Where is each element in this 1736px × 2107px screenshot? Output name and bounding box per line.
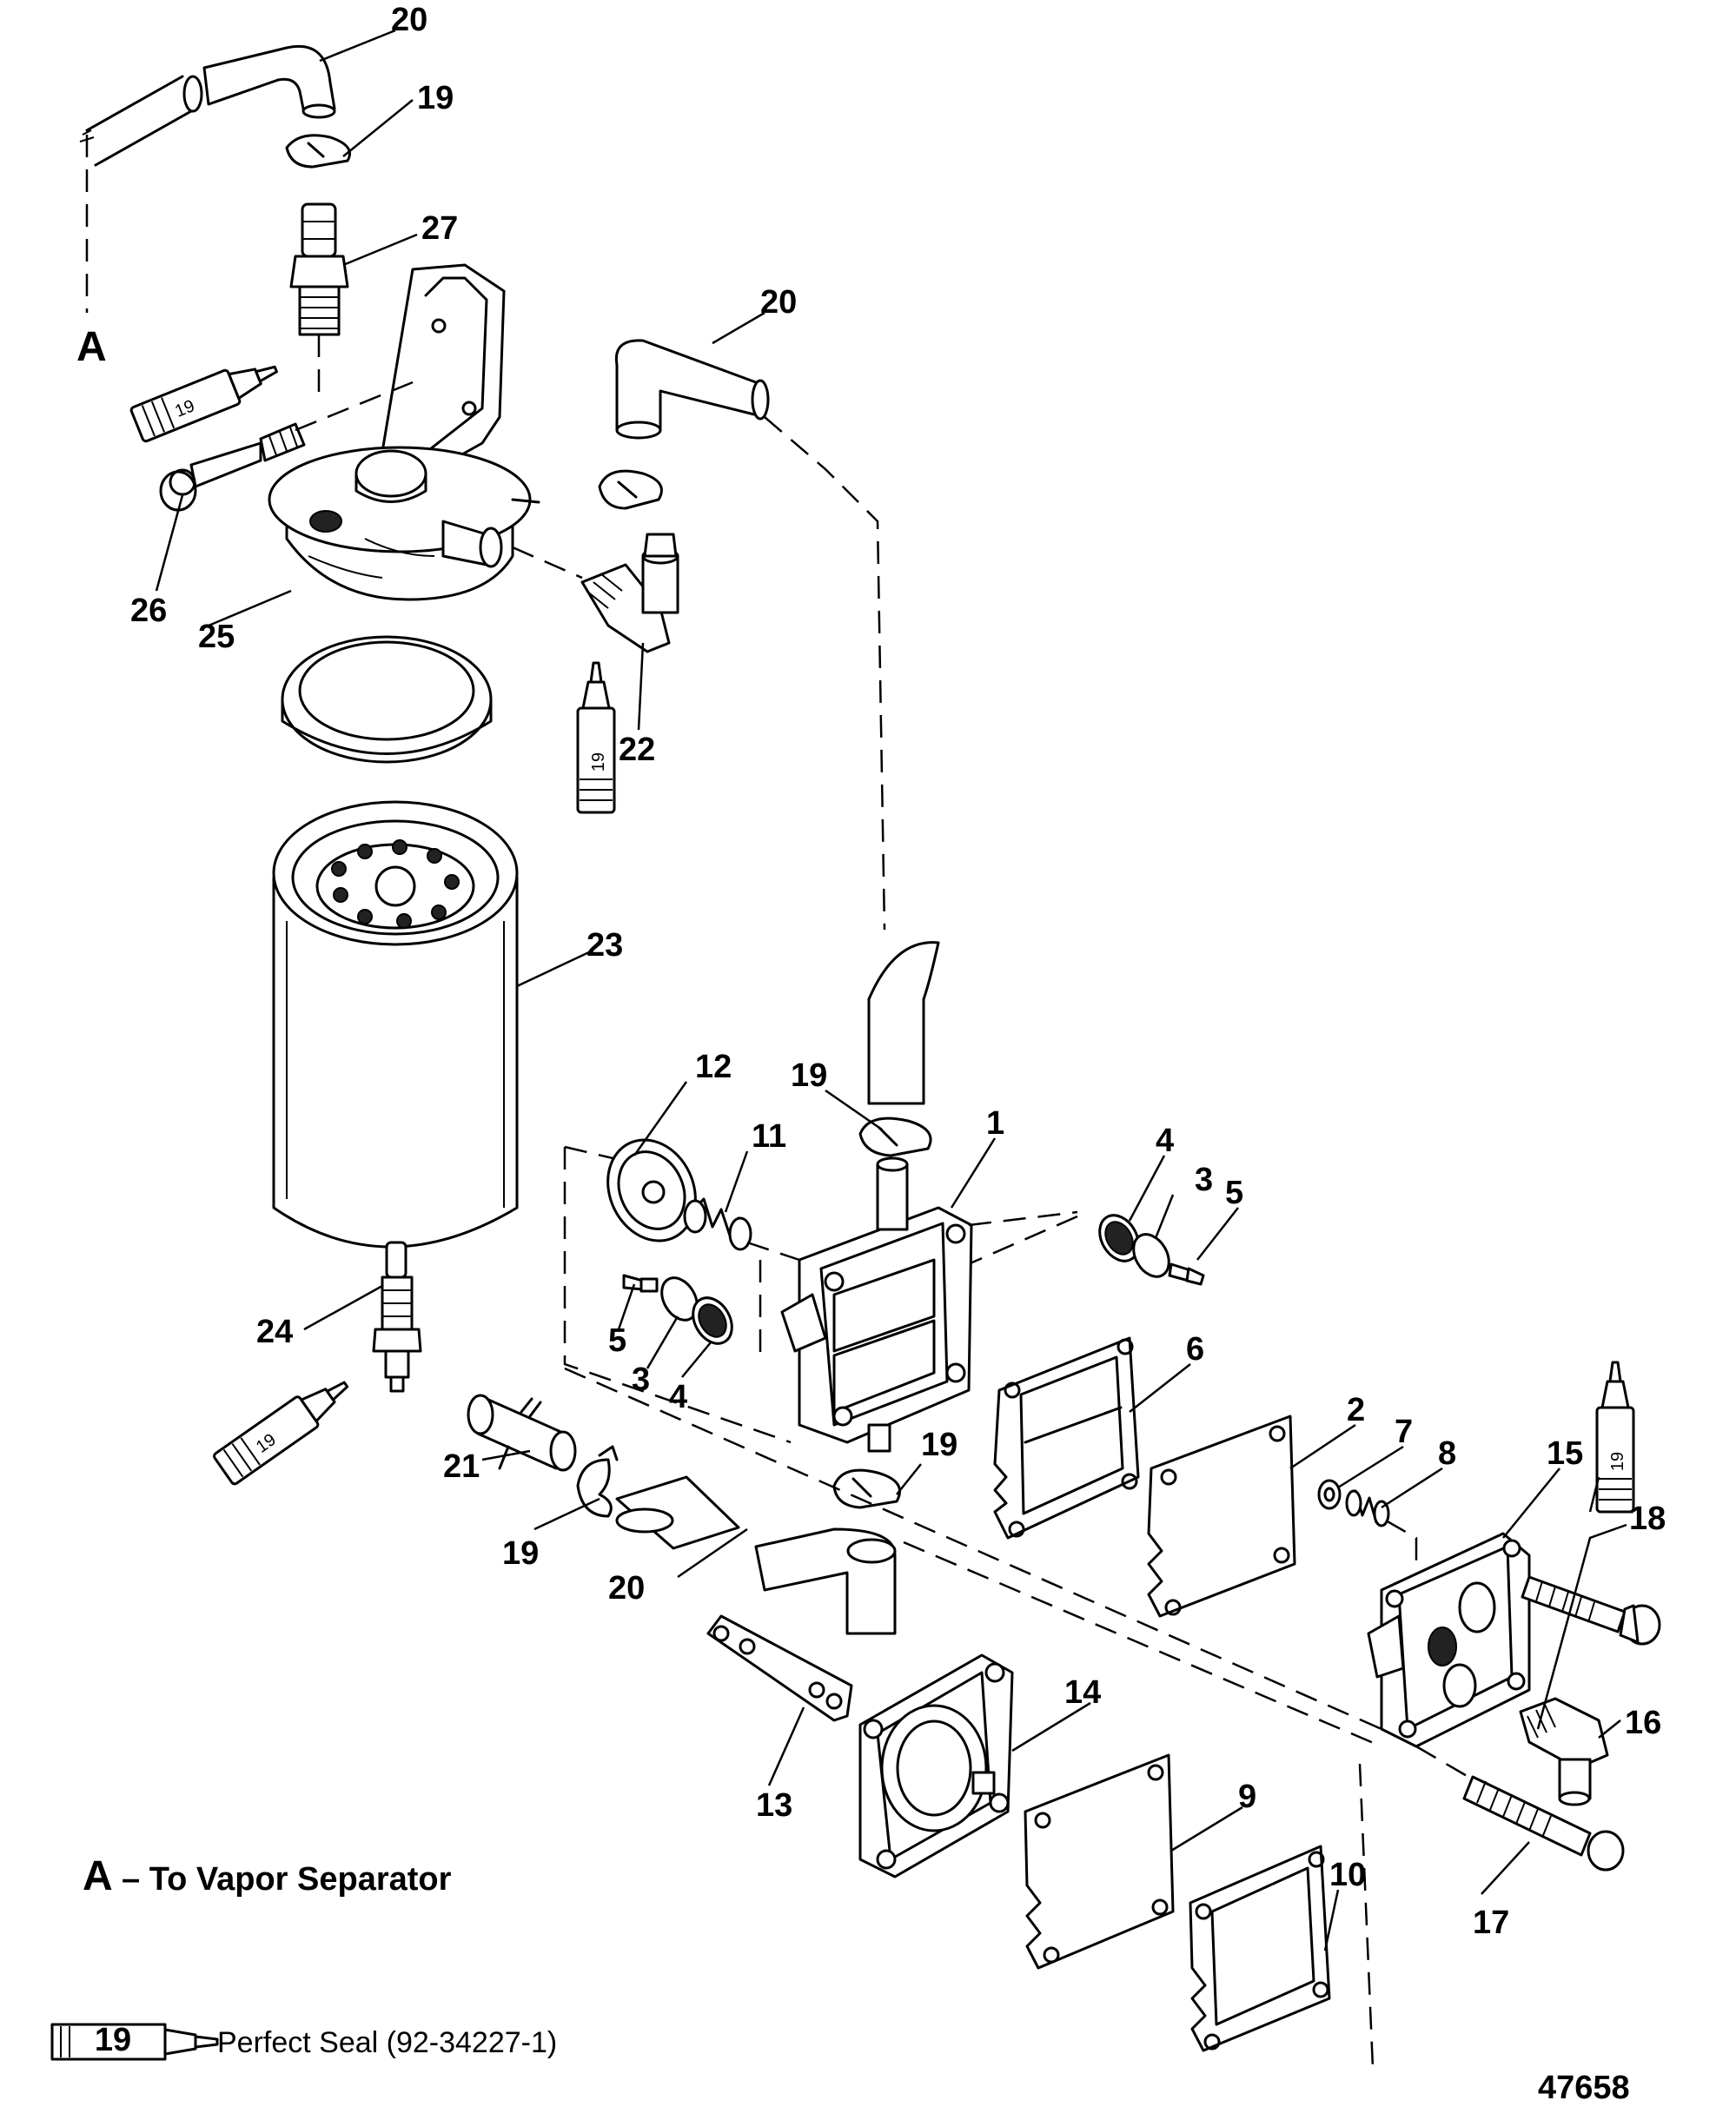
washer-7 <box>1317 1479 1342 1510</box>
callout-11: 11 <box>752 1118 786 1155</box>
callout-17: 17 <box>1473 1905 1509 1941</box>
elbow-fitting-16 <box>1519 1697 1609 1806</box>
clamp-lower-left <box>576 1445 619 1518</box>
filter-canister-23 <box>272 800 519 1249</box>
spring-11 <box>683 1197 800 1262</box>
elbow-fitting-22 <box>512 533 679 653</box>
callout-14: 14 <box>1064 1674 1101 1711</box>
svg-text:19: 19 <box>95 2022 131 2058</box>
callout-21: 21 <box>443 1448 480 1485</box>
callout-20-top: 20 <box>391 2 427 38</box>
spring-8 <box>1345 1489 1418 1564</box>
callout-19-pump: 19 <box>791 1057 827 1094</box>
callout-19-lower-mid: 19 <box>921 1427 957 1463</box>
callout-26: 26 <box>130 593 167 629</box>
callout-16: 16 <box>1625 1705 1661 1741</box>
legend-a-letter: A <box>83 1853 113 1899</box>
callout-6: 6 <box>1186 1331 1204 1368</box>
callout-7: 7 <box>1395 1414 1413 1450</box>
diaphragm-2 <box>1147 1415 1296 1618</box>
callout-24: 24 <box>256 1314 293 1350</box>
gasket-6 <box>993 1336 1140 1540</box>
callout-18: 18 <box>1629 1501 1666 1537</box>
plate-13 <box>706 1614 853 1722</box>
clamp-center <box>598 469 663 510</box>
callout-4-right: 4 <box>1156 1123 1174 1159</box>
clamp-top <box>285 134 351 169</box>
fuel-pump-body-1 <box>780 1156 1078 1453</box>
svg-text:19: 19 <box>1608 1452 1627 1471</box>
sealant-tube-3: 19 <box>211 1368 358 1487</box>
clamp-lower-mid <box>832 1468 901 1509</box>
sealant-tube-2: 19 <box>576 661 616 814</box>
valve-screw-left <box>622 1274 659 1293</box>
callout-19-top: 19 <box>417 80 454 116</box>
sealant-tube-4: 19 <box>1595 1361 1635 1514</box>
tube-fitting-21 <box>467 1394 577 1472</box>
seal-ring <box>281 635 493 764</box>
legend-a-text: – To Vapor Separator <box>122 1861 452 1898</box>
svg-text:19: 19 <box>589 752 608 772</box>
diaphragm-12 <box>606 1138 697 1242</box>
pump-cover-15 <box>1367 1532 1531 1748</box>
bolt-17 <box>1415 1745 1625 1872</box>
sealant-tube-1: 19 <box>129 351 284 444</box>
callout-20-center: 20 <box>760 284 797 321</box>
clamp-pump-top <box>858 1116 932 1157</box>
valve-disc-right <box>1132 1233 1170 1278</box>
view-marker-a: A <box>76 324 107 370</box>
gasket-9 <box>1024 1753 1175 1970</box>
valve-screen-right <box>1098 1214 1140 1262</box>
hose-top <box>85 44 336 167</box>
filter-head-25 <box>268 263 540 601</box>
callout-8: 8 <box>1438 1435 1456 1472</box>
callout-2: 2 <box>1347 1392 1365 1428</box>
gasket-10 <box>1189 1845 1331 2052</box>
bolt-26 <box>159 381 414 512</box>
sensor-24 <box>372 1241 422 1393</box>
callout-23: 23 <box>586 927 623 964</box>
callout-27: 27 <box>421 210 458 247</box>
callout-5-right: 5 <box>1225 1175 1243 1211</box>
callout-15: 15 <box>1547 1435 1583 1472</box>
valve-screw-right <box>1168 1262 1205 1286</box>
leader-lines <box>155 29 1627 1951</box>
callout-9: 9 <box>1238 1779 1256 1815</box>
callout-1: 1 <box>986 1105 1004 1142</box>
callout-22: 22 <box>619 732 655 768</box>
figure-number: 47658 <box>1538 2070 1630 2106</box>
sealant-legend-symbol: 19 <box>50 2022 219 2061</box>
callout-10: 10 <box>1329 1857 1366 1893</box>
sealant-legend-text: Perfect Seal (92-34227-1) <box>217 2026 557 2059</box>
bolt-18 <box>1521 1575 1661 1646</box>
hose-center <box>614 339 940 1105</box>
callout-19-lower-left: 19 <box>502 1535 539 1572</box>
callout-3-left: 3 <box>632 1362 650 1398</box>
callout-25: 25 <box>198 619 235 655</box>
callout-4-left: 4 <box>669 1379 687 1415</box>
callout-5-left: 5 <box>608 1322 626 1359</box>
callout-20-lower: 20 <box>608 1570 645 1607</box>
valve-disc-left <box>660 1276 699 1322</box>
valve-screen-left <box>692 1296 733 1345</box>
housing-14 <box>858 1653 1014 1878</box>
callout-12: 12 <box>695 1049 732 1085</box>
hose-lower <box>615 1475 897 1635</box>
callout-3-right: 3 <box>1195 1162 1213 1198</box>
fitting-27 <box>289 202 349 400</box>
callout-13: 13 <box>756 1787 792 1824</box>
